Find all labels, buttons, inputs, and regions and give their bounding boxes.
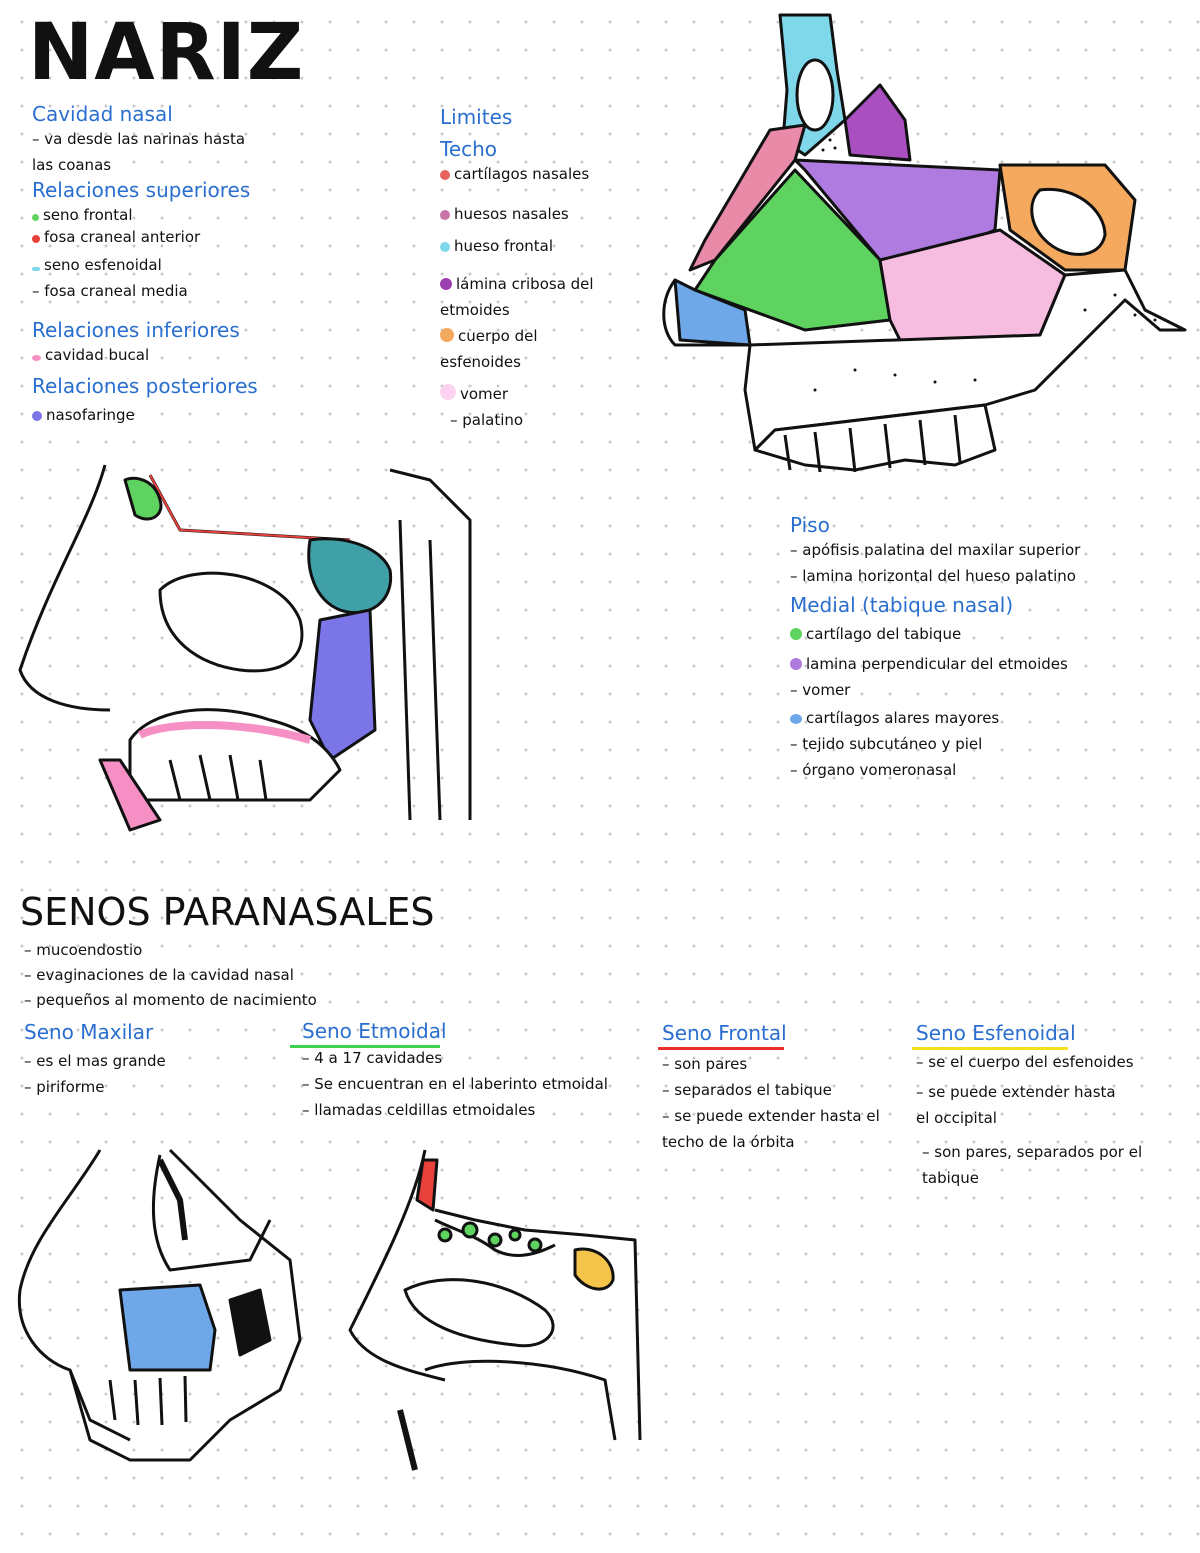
- frontal-underline: [658, 1047, 784, 1050]
- senos-intro: mucoendostio evaginaciones de la cavidad…: [24, 938, 317, 1013]
- techo-heading: Techo: [440, 137, 498, 161]
- orange-dot-icon: [440, 328, 454, 342]
- red-dot-icon: [440, 170, 450, 180]
- skull-maxillary-illustration: [17, 1148, 302, 1462]
- purple-dot-icon: [790, 658, 802, 670]
- esfenoidal-item-3: el occipital: [916, 1109, 997, 1127]
- inf-item-1: cavidad bucal: [32, 342, 412, 368]
- seno-frontal-heading: Seno Frontal: [662, 1021, 787, 1045]
- esfenoidal-underline: [912, 1047, 1068, 1050]
- lightpink-dot-icon: [440, 384, 456, 400]
- techo-item-4: lámina cribosa del: [440, 271, 640, 297]
- seno-maxilar-heading: Seno Maxilar: [24, 1020, 154, 1044]
- techo-item-9: palatino: [440, 407, 640, 433]
- piso-section: Piso apófisis palatina del maxilar super…: [790, 513, 1170, 783]
- green-dot-icon: [32, 214, 39, 221]
- inferiores-heading: Relaciones inferiores: [32, 318, 240, 342]
- superiores-heading: Relaciones superiores: [32, 178, 251, 202]
- techo-item-7: esfenoides: [440, 353, 521, 371]
- cavidad-line-1: va desde las narinas hasta: [32, 126, 412, 152]
- limites-heading: Limites: [440, 105, 513, 129]
- sagittal-sinus-illustration: [348, 1149, 642, 1471]
- techo-item-1: cartílagos nasales: [440, 161, 640, 187]
- senos-title: SENOS PARANASALES: [20, 890, 435, 934]
- techo-item-5: etmoides: [440, 301, 510, 319]
- maxilar-item-1: es el mas grande: [24, 1048, 166, 1074]
- cyan-dot-icon: [32, 267, 40, 271]
- cavidad-heading: Cavidad nasal: [32, 102, 173, 126]
- pink-dot-icon: [32, 355, 41, 361]
- esfenoidal-item-4: son pares, separados por el: [916, 1139, 1142, 1165]
- sup-item-3: seno esfenoidal: [32, 252, 412, 278]
- purple-dot-icon: [440, 278, 452, 290]
- green-dot-icon: [790, 628, 802, 640]
- techo-item-2: huesos nasales: [440, 201, 640, 227]
- techo-item-6: cuerpo del: [440, 323, 640, 349]
- techo-item-3: hueso frontal: [440, 233, 640, 259]
- piso-item-1: apófisis palatina del maxilar superior: [790, 537, 1170, 563]
- cavidad-section: Cavidad nasal va desde las narinas hasta…: [32, 102, 412, 428]
- post-item-1: nasofaringe: [32, 402, 412, 428]
- etmoidal-item-3: llamadas celdillas etmoidales: [302, 1097, 608, 1123]
- maxilar-item-2: piriforme: [24, 1074, 166, 1100]
- frontal-item-1: son pares: [662, 1051, 880, 1077]
- sagittal-head-illustration: [18, 464, 472, 832]
- etmoidal-item-2: Se encuentran en el laberinto etmoidal: [302, 1071, 608, 1097]
- medial-item-6: órgano vomeronasal: [790, 757, 1170, 783]
- esfenoidal-item-1: se el cuerpo del esfenoides: [916, 1049, 1142, 1075]
- frontal-item-2: separados el tabique: [662, 1077, 880, 1103]
- mauve-dot-icon: [440, 210, 450, 220]
- cyan-dot-icon: [440, 242, 450, 252]
- seno-frontal-section: Seno Frontal son pares separados el tabi…: [658, 1021, 880, 1155]
- piso-item-2: lamina horizontal del hueso palatino: [790, 563, 1170, 589]
- medial-heading: Medial (tabique nasal): [790, 593, 1014, 617]
- etmoidal-underline: [290, 1045, 440, 1048]
- medial-item-1: cartílago del tabique: [790, 621, 1170, 647]
- esfenoidal-item-2: se puede extender hasta: [916, 1079, 1142, 1105]
- nasal-wall-illustration: [662, 13, 1187, 473]
- medial-item-3: vomer: [790, 677, 1170, 703]
- piso-heading: Piso: [790, 513, 830, 537]
- posteriores-heading: Relaciones posteriores: [32, 374, 258, 398]
- frontal-item-3: se puede extender hasta el: [662, 1103, 879, 1129]
- limites-section: Limites Techo cartílagos nasales huesos …: [440, 105, 640, 433]
- sup-item-2: fosa craneal anterior: [32, 224, 412, 250]
- senos-line-3: pequeños al momento de nacimiento: [24, 988, 317, 1013]
- sup-item-4: fosa craneal media: [32, 278, 412, 304]
- violet-dot-icon: [32, 411, 42, 421]
- frontal-item-4: techo de la órbita: [662, 1133, 795, 1151]
- etmoidal-item-1: 4 a 17 cavidades: [302, 1045, 608, 1071]
- seno-etmoidal-heading: Seno Etmoidal: [302, 1019, 447, 1043]
- seno-esfenoidal-section: Seno Esfenoidal se el cuerpo del esfenoi…: [912, 1021, 1142, 1191]
- page-title: NARIZ: [28, 8, 305, 98]
- medial-item-5: tejido subcutáneo y piel: [790, 731, 1170, 757]
- esfenoidal-item-5: tabique: [922, 1169, 980, 1187]
- senos-line-1: mucoendostio: [24, 938, 317, 963]
- medial-item-2: lamina perpendicular del etmoides: [790, 651, 1170, 677]
- medial-item-4: cartílagos alares mayores: [790, 705, 1170, 731]
- senos-line-2: evaginaciones de la cavidad nasal: [24, 963, 317, 988]
- red-dot-icon: [32, 235, 40, 243]
- sup-item-1: seno frontal: [32, 202, 412, 228]
- cavidad-line-2: las coanas: [32, 156, 112, 174]
- techo-item-8: vomer: [440, 381, 640, 407]
- seno-etmoidal-section: Seno Etmoidal 4 a 17 cavidades Se encuen…: [290, 1019, 608, 1123]
- seno-esfenoidal-heading: Seno Esfenoidal: [916, 1021, 1076, 1045]
- seno-maxilar-section: Seno Maxilar es el mas grande piriforme: [24, 1020, 166, 1100]
- blue-dot-icon: [790, 714, 802, 724]
